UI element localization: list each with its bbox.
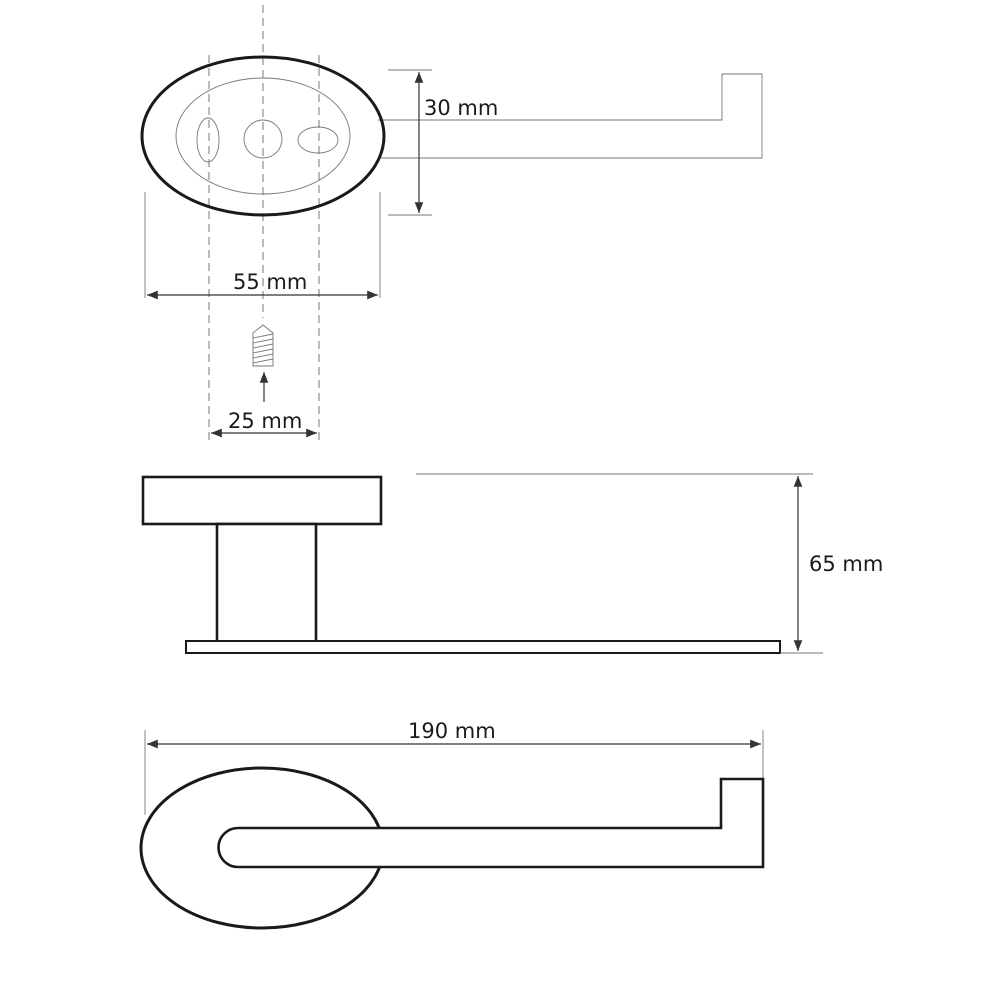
dim-label-total-length: 190 mm: [408, 719, 496, 743]
arm-outline-top: [378, 73, 763, 159]
post-side: [215, 522, 318, 644]
dim-label-height: 65 mm: [809, 552, 883, 576]
screw-plug-icon: [252, 324, 274, 367]
mounting-plate-side: [141, 475, 383, 526]
plate-inner-outline: [175, 77, 351, 195]
plate-outline: [140, 55, 386, 217]
slot-hole-right: [297, 126, 339, 154]
slot-hole-left: [196, 117, 220, 163]
dim-label-depth: 30 mm: [424, 96, 498, 120]
bottom-view: 190 mm: [139, 719, 765, 930]
dim-label-plate-width: 55 mm: [233, 270, 307, 294]
arm-side: [185, 640, 781, 654]
side-view: 65 mm: [141, 473, 883, 654]
dim-label-hole-spacing: 25 mm: [228, 409, 302, 433]
center-hole: [243, 119, 283, 159]
top-view: 30 mm 55 mm 25 mm: [140, 5, 763, 445]
arm-outline-bottom: [217, 777, 765, 869]
